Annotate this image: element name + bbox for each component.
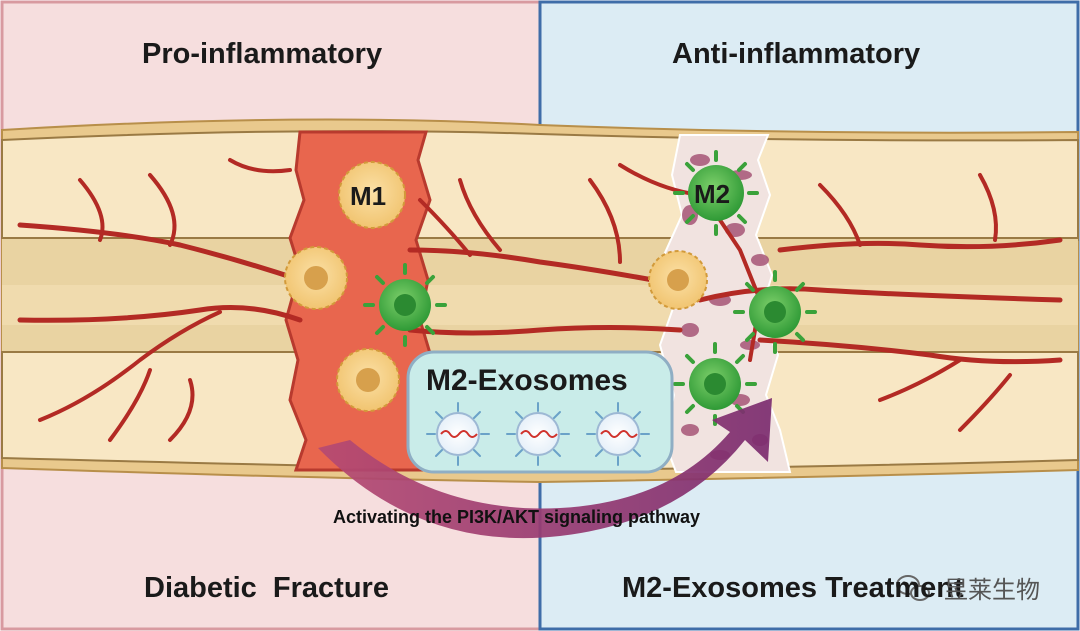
m2-label: M2 <box>694 179 731 209</box>
exosome-vesicle <box>506 402 570 466</box>
pathway-arrow <box>318 398 772 539</box>
pathway-label: Activating the PI3K/AKT signaling pathwa… <box>333 507 701 527</box>
left-panel-title: Pro-inflammatory <box>142 38 383 70</box>
exosomes-label: M2-Exosomes <box>426 364 628 397</box>
right-panel-footer: M2-Exosomes Treatment <box>622 572 964 604</box>
blood-vessels <box>17 158 1063 442</box>
macrophage-cell-yellow <box>284 246 348 310</box>
wechat-icon <box>896 575 930 601</box>
watermark: 昱莱生物 <box>944 570 1040 605</box>
watermark-text: 昱莱生物 <box>944 576 1040 604</box>
m1-label: M1 <box>350 181 387 211</box>
left-panel-footer: Diabetic Fracture <box>144 572 389 604</box>
exosome-vesicle <box>426 402 490 466</box>
m2-cell-green <box>363 263 447 347</box>
macrophage-cell-yellow <box>648 250 708 310</box>
exosome-vesicle <box>586 402 650 466</box>
m1-macrophage <box>338 161 406 229</box>
macrophage-cell-yellow <box>336 348 400 412</box>
m2-macrophage <box>673 150 759 236</box>
m2-cell-green <box>733 270 817 354</box>
right-panel-title: Anti-inflammatory <box>672 38 921 70</box>
cortex-top <box>1 130 1079 242</box>
